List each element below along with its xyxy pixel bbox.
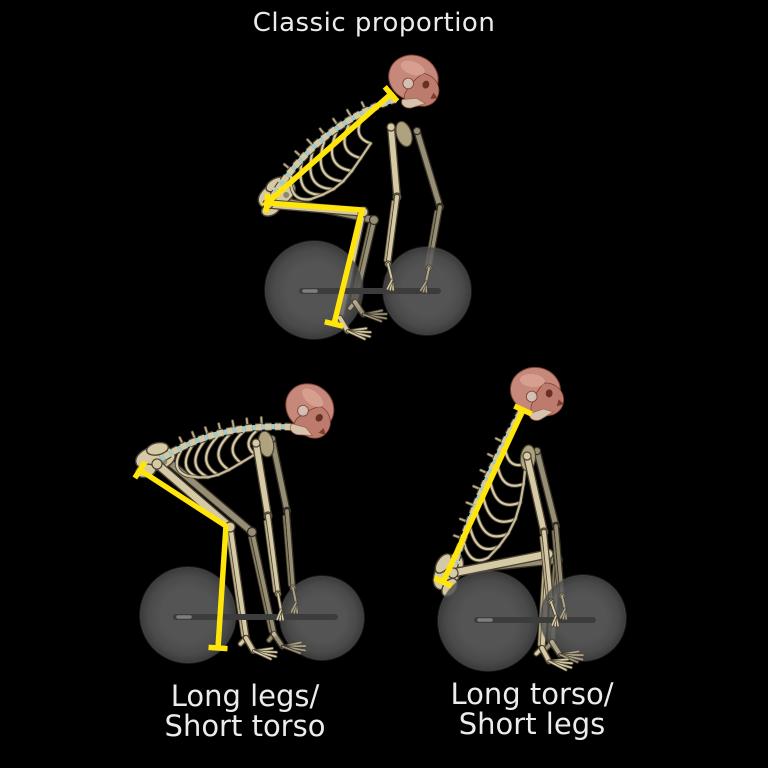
figure-long-legs-short-torso xyxy=(132,383,365,664)
bicycle xyxy=(437,570,627,672)
proportion-line xyxy=(260,85,400,329)
foot xyxy=(237,634,279,661)
bicycle xyxy=(139,566,365,664)
diagram-title: Classic proportion xyxy=(252,8,496,38)
hand xyxy=(419,264,433,294)
skull xyxy=(285,383,335,439)
foot xyxy=(533,644,574,672)
skull xyxy=(388,54,440,109)
hand xyxy=(274,590,285,622)
proportion-line xyxy=(132,460,229,652)
caption-long-torso-short-legs: Long torso/ Short legs xyxy=(450,679,613,739)
caption-line-1: Long torso/ xyxy=(450,677,614,711)
figure-classic-proportion xyxy=(257,54,472,341)
hand xyxy=(547,598,560,628)
hand xyxy=(289,584,299,615)
caption-line-1: Long legs/ xyxy=(170,679,320,713)
foot xyxy=(265,630,307,655)
caption-line-2: Short torso xyxy=(164,709,326,743)
caption-long-legs-short-torso: Long legs/ Short torso xyxy=(165,681,326,741)
hand xyxy=(558,592,568,621)
caption-line-2: Short legs xyxy=(458,707,606,741)
figure-long-torso-short-legs xyxy=(432,366,627,672)
hand xyxy=(384,260,395,292)
foot xyxy=(346,298,388,323)
skull xyxy=(509,366,565,421)
proportion-line xyxy=(433,403,533,589)
